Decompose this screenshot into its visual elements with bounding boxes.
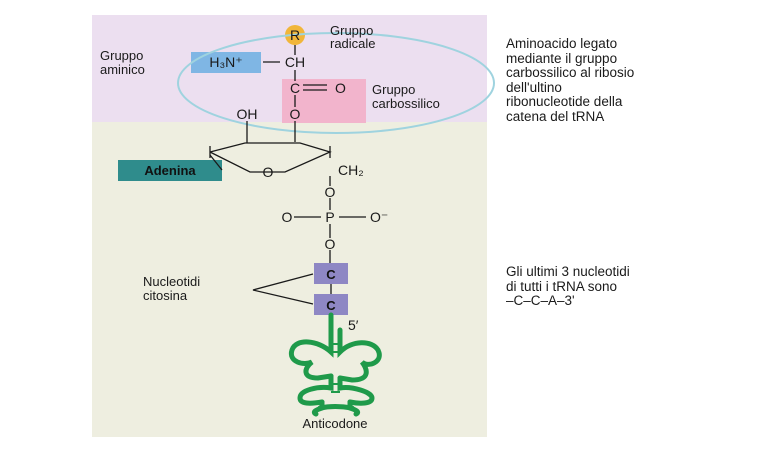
cytosine-box-2 <box>314 294 348 315</box>
gruppo-carbossilico-line2: carbossilico <box>372 96 440 111</box>
gruppo-radicale-line2: radicale <box>330 36 376 51</box>
side-note-top-line: mediante il gruppo <box>506 50 618 66</box>
h3n-label: H₃N⁺ <box>209 54 242 70</box>
ring-oxygen: O <box>263 164 274 180</box>
side-note-top-line: Aminoacido legato <box>506 36 618 51</box>
gruppo-aminico-line2: aminico <box>100 62 145 77</box>
bonds <box>209 45 366 305</box>
highlight-ellipse <box>177 32 495 134</box>
gruppo-radicale-line1: Gruppo <box>330 23 373 38</box>
o-below-phosphate: O <box>325 236 336 252</box>
cytosine-box-1 <box>314 263 348 284</box>
carboxyl-c: C <box>290 80 300 96</box>
side-note-top: Aminoacido legato mediante il gruppo car… <box>506 36 635 124</box>
anticodone-label: Anticodone <box>302 416 367 431</box>
nucleotidi-citosina-line1: Nucleotidi <box>143 274 200 289</box>
gruppo-aminico-line1: Gruppo <box>100 48 143 63</box>
side-note-top-line: carbossilico al ribosio <box>506 65 635 80</box>
side-note-top-line: dell'ultino <box>506 79 562 95</box>
five-prime-label: 5′ <box>348 317 359 333</box>
nucleotidi-citosina-line2: citosina <box>143 288 188 303</box>
gruppo-carbossilico-line1: Gruppo <box>372 82 415 97</box>
phosphate-p: P <box>325 209 334 225</box>
phosphate-left-o: O <box>282 209 293 225</box>
ch-label: CH <box>285 54 305 70</box>
trna-cloverleaf <box>288 312 382 417</box>
adenina-label: Adenina <box>144 163 196 178</box>
ester-o: O <box>290 106 301 122</box>
carboxyl-group-box <box>282 79 366 123</box>
side-note-top-line: ribonucleotide della <box>506 94 623 109</box>
side-note-bottom-line: di tutti i tRNA sono <box>506 278 618 294</box>
oh-label: OH <box>237 106 258 122</box>
trna-rungs <box>331 343 340 393</box>
side-note-bottom: Gli ultimi 3 nucleotidi di tutti i tRNA … <box>506 264 630 309</box>
carboxyl-o-double: O <box>335 80 346 96</box>
adenina-box <box>118 160 222 181</box>
o-above-phosphate: O <box>325 184 336 200</box>
r-symbol: R <box>290 27 300 43</box>
phosphate-right-o: O⁻ <box>370 209 388 225</box>
cytosine-label-2: C <box>326 298 336 313</box>
side-note-bottom-line: –C–C–A–3' <box>506 293 575 308</box>
side-note-bottom-line: Gli ultimi 3 nucleotidi <box>506 264 630 279</box>
cytosine-label-1: C <box>326 267 336 282</box>
ch2-label: CH₂ <box>338 162 364 178</box>
side-note-top-line: catena del tRNA <box>506 108 605 124</box>
amino-group-box <box>191 52 261 73</box>
